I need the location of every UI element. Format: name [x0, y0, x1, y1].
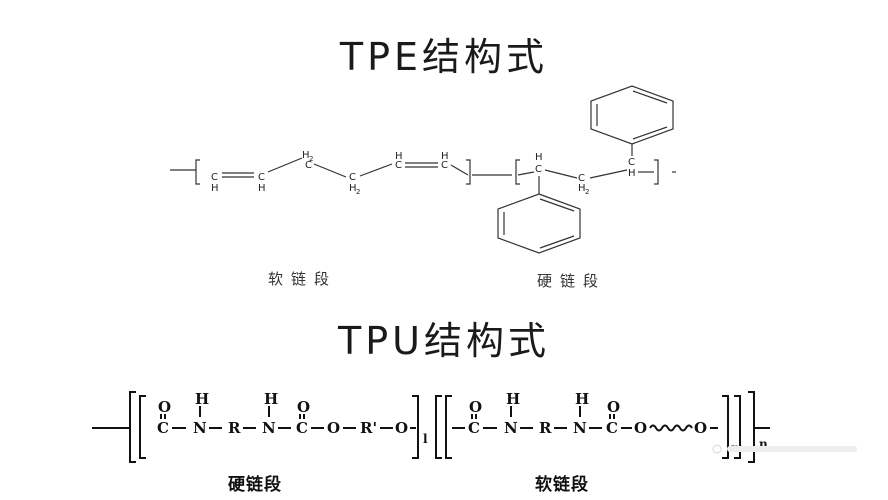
svg-text:C: C: [296, 419, 308, 437]
svg-text:H: H: [211, 183, 219, 194]
tpe-bracket-right-2: [654, 159, 659, 185]
svg-text:O: O: [158, 398, 171, 416]
svg-text:H: H: [535, 152, 543, 163]
tpe-bracket-right-1: [466, 159, 471, 185]
svg-text:O: O: [327, 419, 340, 437]
svg-text:N: N: [504, 419, 518, 437]
tpu-hard-segment-label: 硬链段: [228, 475, 282, 495]
tpu-subscript-n: n: [759, 437, 768, 451]
svg-text:H: H: [264, 390, 278, 408]
tpu-title: TPU结构式: [338, 319, 550, 363]
svg-text:C: C: [468, 419, 480, 437]
svg-text:C: C: [258, 172, 265, 183]
svg-text:R': R': [360, 419, 377, 437]
tpe-bracket-left-2: [515, 159, 520, 185]
svg-text:O: O: [395, 419, 408, 437]
svg-text:C: C: [535, 164, 542, 175]
svg-text:O: O: [634, 419, 647, 437]
svg-text:H: H: [302, 150, 310, 161]
svg-text:C: C: [606, 419, 618, 437]
svg-text:C: C: [395, 160, 402, 171]
svg-text:H: H: [395, 151, 403, 162]
tpe-phenyl-upper: [590, 85, 674, 145]
svg-text:R: R: [228, 419, 241, 437]
svg-text:C: C: [157, 419, 169, 437]
svg-text:N: N: [573, 419, 587, 437]
svg-text:N: N: [193, 419, 207, 437]
tpe-bracket-left-1: [195, 159, 200, 185]
tpu-structure: O C H N R H N O C O R' O l O C: [92, 390, 770, 463]
svg-text:C: C: [211, 172, 218, 183]
svg-text:C: C: [441, 160, 448, 171]
svg-text:C: C: [349, 172, 356, 183]
svg-text:H: H: [441, 151, 449, 162]
svg-text:O: O: [469, 398, 482, 416]
svg-text:O: O: [694, 419, 707, 437]
svg-text:2: 2: [309, 155, 313, 163]
tpe-soft-segment-label: 软链段: [268, 270, 338, 288]
tpu-soft-segment-label: 软链段: [535, 475, 589, 495]
tpu-subscript-l: l: [423, 432, 428, 446]
svg-text:H: H: [628, 168, 636, 179]
svg-text:C: C: [305, 160, 312, 171]
svg-text:C: C: [628, 157, 635, 168]
svg-text:N: N: [262, 419, 276, 437]
svg-text:2: 2: [356, 188, 360, 196]
svg-text:O: O: [297, 398, 310, 416]
svg-text:O: O: [607, 398, 620, 416]
svg-text:H: H: [575, 390, 589, 408]
svg-text:H: H: [258, 183, 266, 194]
svg-text:H: H: [506, 390, 520, 408]
svg-text:2: 2: [585, 188, 589, 196]
svg-text:R: R: [539, 419, 552, 437]
tpe-hard-segment-label: 硬链段: [537, 272, 607, 290]
svg-text:C: C: [578, 173, 585, 184]
svg-text:H: H: [349, 183, 357, 194]
svg-text:H: H: [195, 390, 209, 408]
svg-text:H: H: [578, 183, 586, 194]
tpe-phenyl-lower: [497, 193, 581, 254]
tpe-title: TPE结构式: [339, 35, 549, 79]
watermark: [712, 444, 857, 454]
